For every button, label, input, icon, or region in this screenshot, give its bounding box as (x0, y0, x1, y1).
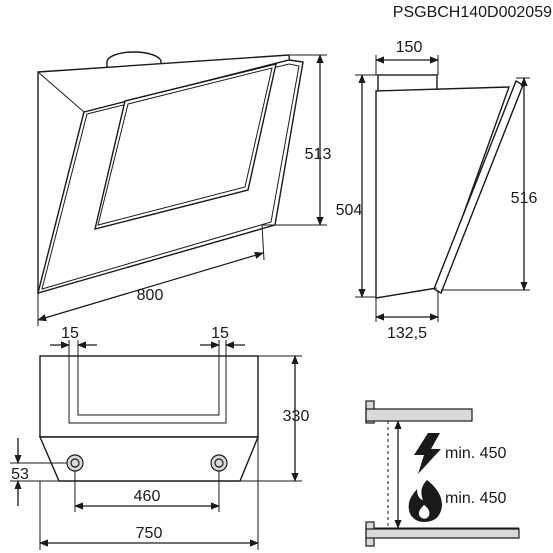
right-inset-label: 15 (211, 325, 229, 342)
bottom-depth-label: 132,5 (387, 325, 427, 342)
front-height-label: 504 (336, 202, 363, 219)
flame-icon (408, 480, 442, 522)
hob (365, 528, 520, 539)
width-arrow (37, 251, 264, 322)
perspective-dimensions: 513 800 (37, 54, 332, 326)
side-chimney (377, 74, 438, 92)
hole-spacing-label: 460 (134, 488, 161, 505)
hole-height-label: 53 (11, 466, 29, 483)
clearance-view: min. 450 min. 450 (365, 400, 520, 547)
front-height-label: 330 (283, 408, 310, 425)
front-view (38, 355, 260, 482)
height-label: 513 (305, 146, 332, 163)
electric-clearance-label: min. 450 (445, 445, 506, 462)
front-body (39, 355, 259, 438)
back-height-label: 516 (511, 190, 538, 207)
lightning-icon (414, 433, 441, 474)
hood-bottom (365, 408, 473, 422)
model-code: PSGBCH140D002059 (393, 4, 552, 21)
front-dimensions: 15 15 330 53 460 750 (10, 325, 309, 550)
bracket-outer (68, 356, 227, 424)
side-view (375, 74, 524, 299)
perspective-view (37, 51, 304, 295)
total-width-label: 750 (136, 525, 163, 542)
left-inset-label: 15 (61, 325, 79, 342)
bracket-inner (77, 356, 220, 416)
width-label: 800 (137, 287, 164, 304)
gas-clearance-label: min. 450 (445, 490, 506, 507)
glass-panel-window (94, 63, 277, 230)
glass-panel-window-inner (97, 67, 273, 226)
top-depth-label: 150 (396, 39, 423, 56)
side-dimensions: 150 504 516 132,5 (336, 39, 538, 342)
